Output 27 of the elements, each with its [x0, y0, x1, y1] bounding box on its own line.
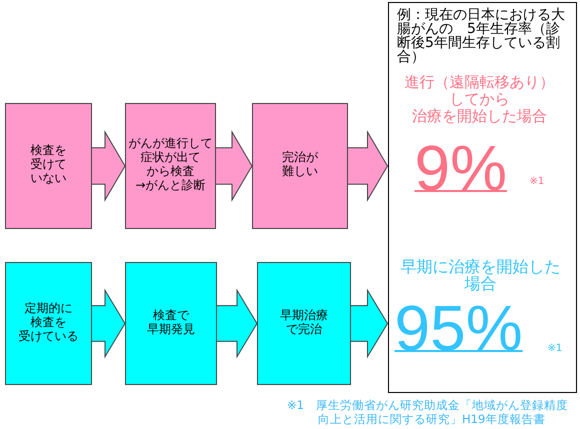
step-label: 検査を受けていない: [30, 143, 66, 185]
survival-rate: 9%: [414, 136, 507, 200]
scenario-label: 進行（遠隔転移あり）してから治療を開始した場合: [404, 74, 554, 124]
block-arrow: [216, 130, 253, 202]
step-label: 検査で早期発見: [147, 308, 195, 336]
process-box: [5, 103, 92, 229]
survival-rate: 95%: [394, 296, 523, 360]
block-arrow: [216, 288, 258, 358]
footnote-mark: ※1: [548, 342, 562, 354]
process-box: [125, 103, 216, 229]
block-arrow: [92, 130, 126, 202]
block-arrow: [348, 130, 388, 202]
step-label: 定期的に検査を受けている: [18, 300, 78, 342]
footnote: ※1 厚生労働省がん研究助成金「地域がん登録精度向上と活用に関する研究」H19年度報告書: [287, 398, 568, 426]
step-label: がんが進行して症状が出てから検査→がんと診断: [128, 136, 212, 192]
panel-heading: 例：現在の日本における大腸がんの 5年生存率（診断後5年間生存している割合）: [397, 8, 565, 64]
step-label: 完治が難しい: [282, 150, 318, 178]
result-panel: [388, 2, 577, 393]
footnote-mark: ※1: [530, 176, 544, 186]
process-box: [5, 262, 92, 385]
process-box: [125, 262, 217, 385]
step-label: 早期治療で完治: [280, 308, 328, 336]
scenario-label: 早期に治療を開始した場合: [400, 258, 560, 292]
process-box: [257, 262, 351, 385]
block-arrow: [350, 288, 388, 358]
process-box: [252, 103, 348, 229]
block-arrow: [92, 288, 126, 358]
